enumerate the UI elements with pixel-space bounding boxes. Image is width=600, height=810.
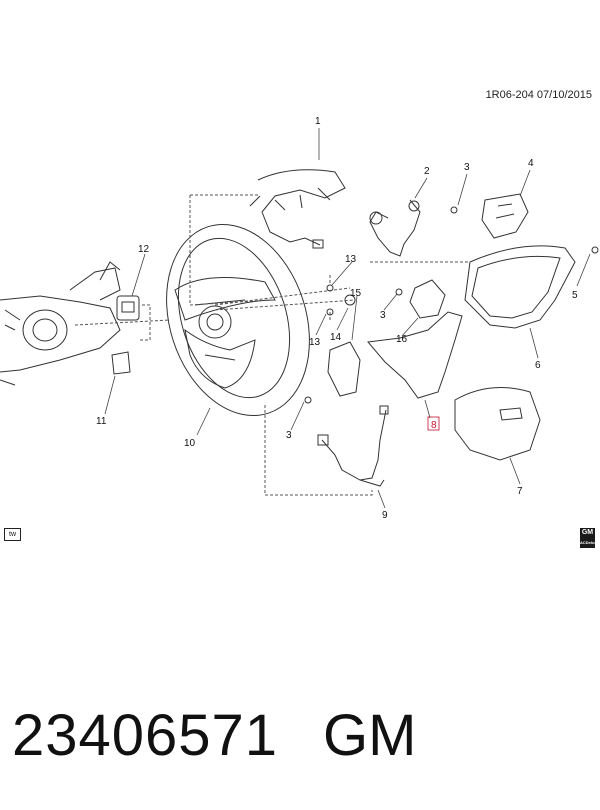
callout-7: 7 xyxy=(517,486,523,497)
callout-13-lower: 13 xyxy=(309,337,321,348)
part-2-harness xyxy=(369,199,421,257)
callout-4: 4 xyxy=(528,158,534,169)
callout-15: 15 xyxy=(350,288,362,299)
callout-5: 5 xyxy=(572,290,578,301)
exploded-parts-diagram: 1 2 3 4 5 6 7 8 9 10 11 12 13 13 14 15 1… xyxy=(0,116,599,521)
part-8-lower-cover xyxy=(367,311,463,399)
callout-2: 2 xyxy=(424,166,430,177)
part-9-harness xyxy=(317,405,389,487)
callout-14: 14 xyxy=(330,332,342,343)
part-7-airbag-module xyxy=(454,387,541,461)
part-1-wire-harness xyxy=(249,169,346,249)
diagram-reference-date: 1R06-204 07/10/2015 xyxy=(485,89,592,101)
gm-logo: GM ACDelco xyxy=(580,528,597,548)
steering-column xyxy=(0,261,121,386)
callout-9: 9 xyxy=(382,510,388,521)
part-number: 23406571 xyxy=(12,703,279,768)
callout-3-lower: 3 xyxy=(286,430,292,441)
part-10-steering-wheel xyxy=(166,223,310,417)
gm-logo-bottom: ACDelco xyxy=(580,540,597,545)
callout-8-highlight-box xyxy=(427,416,440,431)
part-15-bracket xyxy=(327,341,361,397)
callout-12: 12 xyxy=(138,244,150,255)
callout-16: 16 xyxy=(396,334,408,345)
callout-11: 11 xyxy=(96,416,107,427)
callout-10: 10 xyxy=(184,438,196,449)
tw-badge: tw xyxy=(4,528,21,541)
part-11-switch xyxy=(111,351,131,375)
part-16-switch xyxy=(409,279,446,319)
callout-1: 1 xyxy=(315,116,321,127)
callout-6: 6 xyxy=(535,360,541,371)
callout-3: 3 xyxy=(464,162,470,173)
part-4-switch xyxy=(481,193,529,239)
part-12-switch xyxy=(116,295,140,321)
part-6-bezel xyxy=(464,245,576,329)
callout-8: 8 xyxy=(431,420,437,431)
fasteners xyxy=(304,206,599,404)
brand-label: GM xyxy=(323,703,417,768)
gm-logo-top: GM xyxy=(581,529,594,536)
callout-3-middle: 3 xyxy=(380,310,386,321)
callout-13-upper: 13 xyxy=(345,254,357,265)
